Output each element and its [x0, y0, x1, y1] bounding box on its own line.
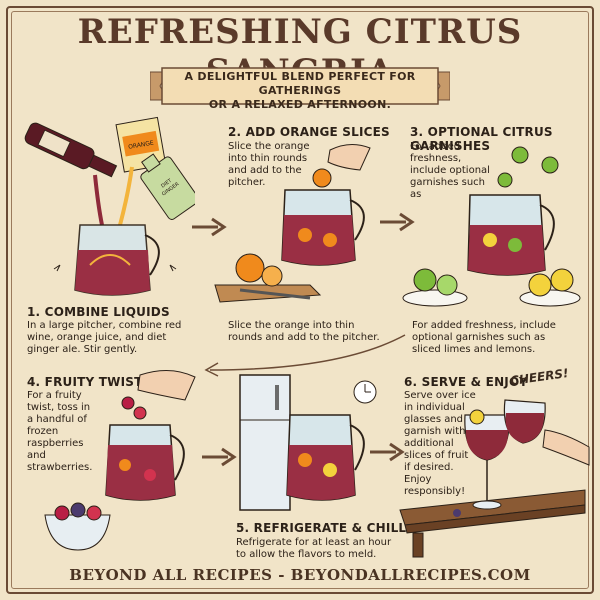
step4-body-line: a handful of — [27, 414, 87, 425]
step3-caption-line: sliced limes and lemons. — [412, 344, 536, 355]
step6-body-line: if desired. — [404, 462, 454, 473]
inner-border — [11, 11, 589, 589]
step6-body-line: additional — [404, 438, 454, 449]
footer-credit: BEYOND ALL RECIPES - BEYONDALLRECIPES.CO… — [69, 566, 531, 584]
arrow-right-icon — [370, 442, 405, 462]
step5-body-line: Refrigerate for at least an hour — [236, 537, 392, 548]
step4-body-line: and — [27, 450, 46, 461]
step2-caption: Slice the orange into thin rounds and ad… — [228, 320, 380, 344]
step2-caption-line: Slice the orange into thin — [228, 320, 355, 331]
arrow-right-icon — [202, 447, 237, 467]
step2-body-line: Slice the orange — [228, 141, 310, 152]
step4-body-line: strawberries. — [27, 462, 93, 473]
step5-body: Refrigerate for at least an hour to allo… — [236, 537, 391, 561]
step1-body: In a large pitcher, combine red wine, or… — [27, 320, 181, 356]
step1-illustration: ORANGE DIET GINGER — [24, 116, 195, 296]
step3-body-line: include optional — [410, 165, 490, 176]
step6-body: Serve over ice in individual glasses and… — [404, 390, 476, 498]
step4-body: For a fruity twist, toss in a handful of… — [27, 390, 92, 474]
step6-body-line: Enjoy — [404, 474, 432, 485]
step2-body: Slice the orange into thin rounds and ad… — [228, 141, 310, 189]
step3-body-line: freshness, — [410, 153, 462, 164]
subtitle-line-2: OR A RELAXED AFTERNOON. — [208, 98, 392, 111]
step5-illustration — [239, 374, 377, 511]
step6-body-line: responsibly! — [404, 486, 466, 497]
outer-border — [6, 6, 594, 594]
arrow-right-icon — [380, 212, 415, 232]
step3-body-line: as — [410, 189, 422, 200]
step6-body-line: garnish with — [404, 426, 466, 437]
step6-heading: 6. SERVE & ENJOY — [404, 375, 528, 389]
step1-heading: 1. COMBINE LIQUIDS — [27, 305, 170, 319]
step6-illustration — [399, 399, 590, 558]
step3-heading: 3. OPTIONAL CITRUS GARNISHES — [410, 125, 553, 153]
step4-body-line: raspberries — [27, 438, 84, 449]
step4-illustration — [44, 370, 196, 551]
step3-caption: For added freshness, include optional ga… — [412, 320, 556, 356]
step3-body-line: garnishes such — [410, 177, 485, 188]
arrow-right-icon — [192, 217, 227, 237]
step1-body-line: In a large pitcher, combine red — [27, 320, 182, 331]
step6-body-line: slices of fruit — [404, 450, 469, 461]
subtitle-banner — [150, 67, 450, 105]
step2-heading: 2. ADD ORANGE SLICES — [228, 125, 390, 139]
step2-body-line: and add to the — [228, 165, 302, 176]
step1-body-line: wine, orange juice, and diet — [27, 332, 167, 343]
step3-body: For added freshness, include optional ga… — [410, 141, 490, 201]
step4-heading: 4. FRUITY TWIST — [27, 375, 143, 389]
carton-label: ORANGE — [128, 139, 155, 150]
step6-body-line: Serve over ice — [404, 390, 476, 401]
step4-body-line: twist, toss in — [27, 402, 91, 413]
subtitle-line-1: A DELIGHTFUL BLEND PERFECT FOR GATHERING… — [184, 70, 416, 97]
step3-caption-line: optional garnishes such as — [412, 332, 546, 343]
subtitle: A DELIGHTFUL BLEND PERFECT FOR GATHERING… — [160, 70, 440, 112]
step5-heading: 5. REFRIGERATE & CHILL — [236, 521, 407, 535]
step3-caption-line: For added freshness, include — [412, 320, 556, 331]
curved-arrow-icon — [204, 334, 406, 377]
step2-body-line: pitcher. — [228, 177, 266, 188]
step5-body-line: to allow the flavors to meld. — [236, 549, 377, 560]
step4-body-line: For a fruity — [27, 390, 82, 401]
step2-body-line: into thin rounds — [228, 153, 308, 164]
step2-caption-line: rounds and add to the pitcher. — [228, 332, 380, 343]
step4-body-line: frozen — [27, 426, 59, 437]
step3-illustration — [402, 146, 581, 307]
step3-body-line: For added — [410, 141, 461, 152]
step1-body-line: ginger ale. Stir gently. — [27, 344, 138, 355]
step2-illustration — [214, 144, 371, 303]
step6-body-line: glasses and — [404, 414, 464, 425]
step6-body-line: in individual — [404, 402, 465, 413]
